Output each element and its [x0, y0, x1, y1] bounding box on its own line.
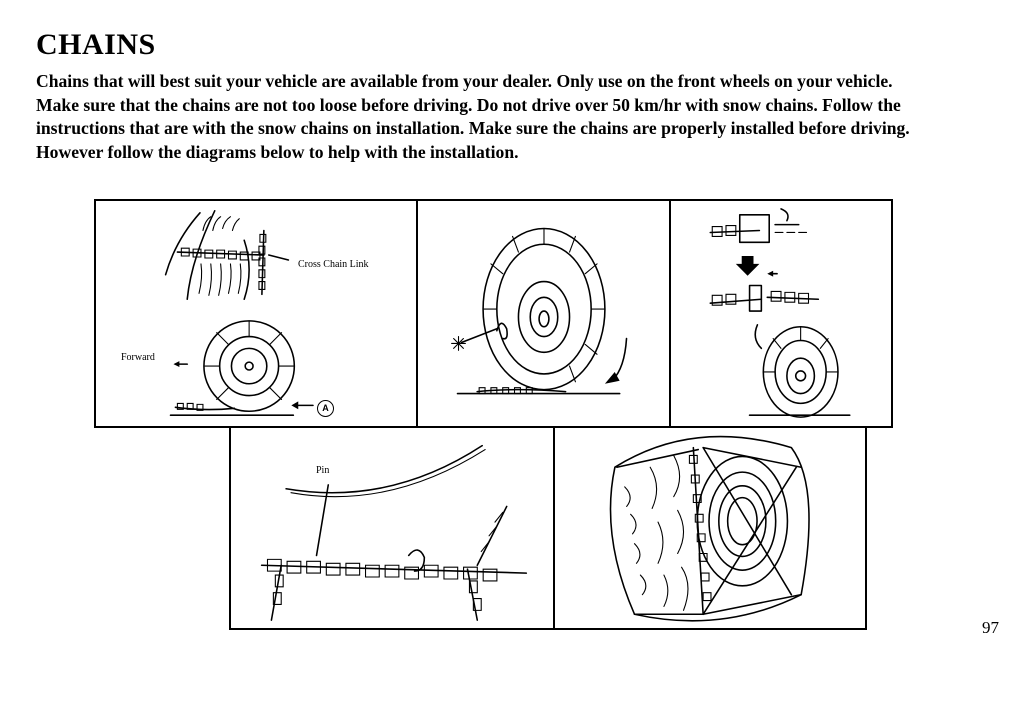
figure-cross-chain-link: Cross Chain Link Forward A [94, 199, 418, 428]
pin-label: Pin [316, 465, 330, 476]
link-hook-illustration [709, 208, 851, 418]
instructions-paragraph: Chains that will best suit your vehicle … [36, 70, 996, 164]
wheel-chain-rotation-illustration [451, 227, 628, 395]
paragraph-line: However follow the diagrams below to hel… [36, 141, 519, 162]
paragraph-line: Make sure that the chains are not too lo… [36, 94, 901, 115]
paragraph-line: instructions that are with the snow chai… [36, 118, 910, 138]
forward-label: Forward [121, 352, 155, 363]
paragraph-line: Chains that will best suit your vehicle … [36, 71, 893, 91]
bottom-link-group [709, 284, 820, 312]
marker-a-badge: A [317, 400, 334, 417]
figure-link-hook [669, 199, 893, 428]
figure-tire-chains [553, 426, 867, 630]
page-title: CHAINS [36, 28, 156, 61]
figure-wheel-rotation [416, 199, 671, 428]
wheel-illustration [169, 320, 314, 416]
chain-link-row [176, 229, 290, 296]
top-link-group [709, 208, 808, 244]
tire-chain-illustration [164, 210, 314, 416]
figure-pin: Pin [229, 426, 555, 630]
tire-with-chains-illustration [609, 435, 810, 622]
cross-chain-link-label: Cross Chain Link [298, 259, 369, 270]
page-number: 97 [982, 618, 999, 637]
pin-chain-illustration [260, 444, 528, 621]
